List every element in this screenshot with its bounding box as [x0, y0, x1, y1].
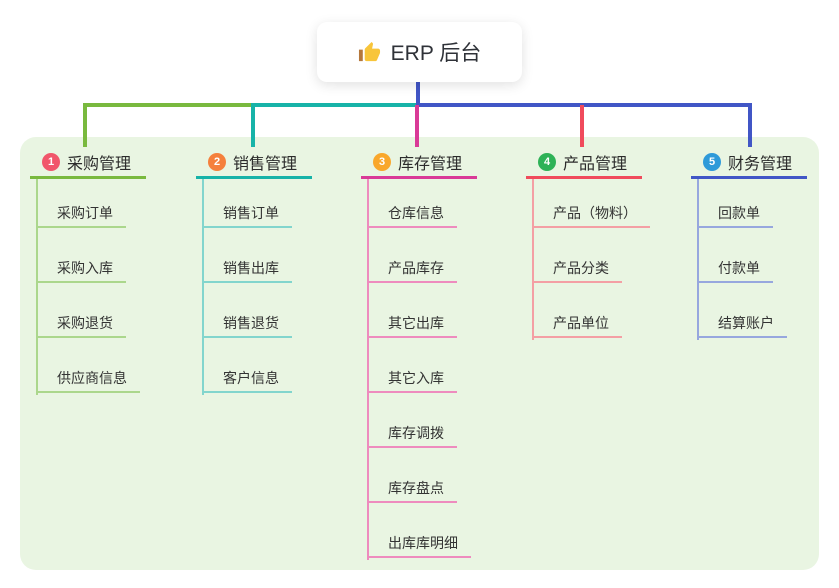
child-item[interactable]: 产品单位 — [532, 310, 622, 338]
child-item[interactable]: 仓库信息 — [367, 200, 457, 228]
branches-panel — [20, 137, 819, 570]
branch-inventory: 3 库存管理 仓库信息 产品库存 其它出库 其它入库 库存调拨 库存盘点 出库库… — [361, 0, 531, 588]
child-item[interactable]: 销售退货 — [202, 310, 292, 338]
child-item[interactable]: 库存调拨 — [367, 420, 457, 448]
connector-h-branch2 — [251, 103, 416, 107]
child-item[interactable]: 产品（物料） — [532, 200, 650, 228]
branch-spine — [367, 179, 369, 560]
child-item[interactable]: 回款单 — [697, 200, 773, 228]
connector-drop-branch1 — [83, 103, 87, 147]
connector-drop-branch5 — [748, 103, 752, 147]
connector-drop-branch4 — [580, 105, 584, 147]
branch-title-inventory[interactable]: 3 库存管理 — [361, 148, 477, 179]
branch-title-finance[interactable]: 5 财务管理 — [691, 148, 807, 179]
branch-title-purchase[interactable]: 1 采购管理 — [30, 148, 146, 179]
child-item[interactable]: 采购退货 — [36, 310, 126, 338]
child-item[interactable]: 其它出库 — [367, 310, 457, 338]
connector-drop-branch3 — [415, 105, 419, 147]
badge-4: 4 — [538, 153, 556, 171]
child-item[interactable]: 销售出库 — [202, 255, 292, 283]
child-item[interactable]: 供应商信息 — [36, 365, 140, 393]
branch-label: 采购管理 — [67, 156, 132, 173]
child-item[interactable]: 客户信息 — [202, 365, 292, 393]
thumbs-up-icon — [358, 41, 381, 64]
badge-5: 5 — [703, 153, 721, 171]
branch-spine — [532, 179, 534, 340]
child-item[interactable]: 产品库存 — [367, 255, 457, 283]
connector-h-branch5 — [416, 103, 752, 107]
child-item[interactable]: 产品分类 — [532, 255, 622, 283]
child-item[interactable]: 销售订单 — [202, 200, 292, 228]
branch-finance: 5 财务管理 回款单 付款单 结算账户 — [691, 0, 839, 588]
branch-title-sales[interactable]: 2 销售管理 — [196, 148, 312, 179]
branch-title-product[interactable]: 4 产品管理 — [526, 148, 642, 179]
child-item[interactable]: 库存盘点 — [367, 475, 457, 503]
branch-product: 4 产品管理 产品（物料） 产品分类 产品单位 — [526, 0, 696, 588]
branch-label: 产品管理 — [563, 156, 628, 173]
child-item[interactable]: 采购入库 — [36, 255, 126, 283]
badge-2: 2 — [208, 153, 226, 171]
connector-h-branch1 — [83, 103, 253, 107]
child-item[interactable]: 采购订单 — [36, 200, 126, 228]
branch-spine — [36, 179, 38, 395]
child-item[interactable]: 其它入库 — [367, 365, 457, 393]
badge-3: 3 — [373, 153, 391, 171]
badge-1: 1 — [42, 153, 60, 171]
child-item[interactable]: 结算账户 — [697, 310, 787, 338]
child-item[interactable]: 付款单 — [697, 255, 773, 283]
root-node-erp[interactable]: ERP 后台 — [317, 22, 522, 82]
connector-root-stem — [416, 82, 420, 107]
root-label: ERP 后台 — [390, 42, 482, 65]
branch-label: 财务管理 — [728, 156, 793, 173]
child-item[interactable]: 出库库明细 — [367, 530, 471, 558]
branch-label: 销售管理 — [233, 156, 298, 173]
branch-spine — [697, 179, 699, 340]
branch-label: 库存管理 — [398, 156, 463, 173]
branch-purchase: 1 采购管理 采购订单 采购入库 采购退货 供应商信息 — [30, 0, 200, 588]
connector-drop-branch2 — [251, 103, 255, 147]
branch-sales: 2 销售管理 销售订单 销售出库 销售退货 客户信息 — [196, 0, 366, 588]
branch-spine — [202, 179, 204, 395]
